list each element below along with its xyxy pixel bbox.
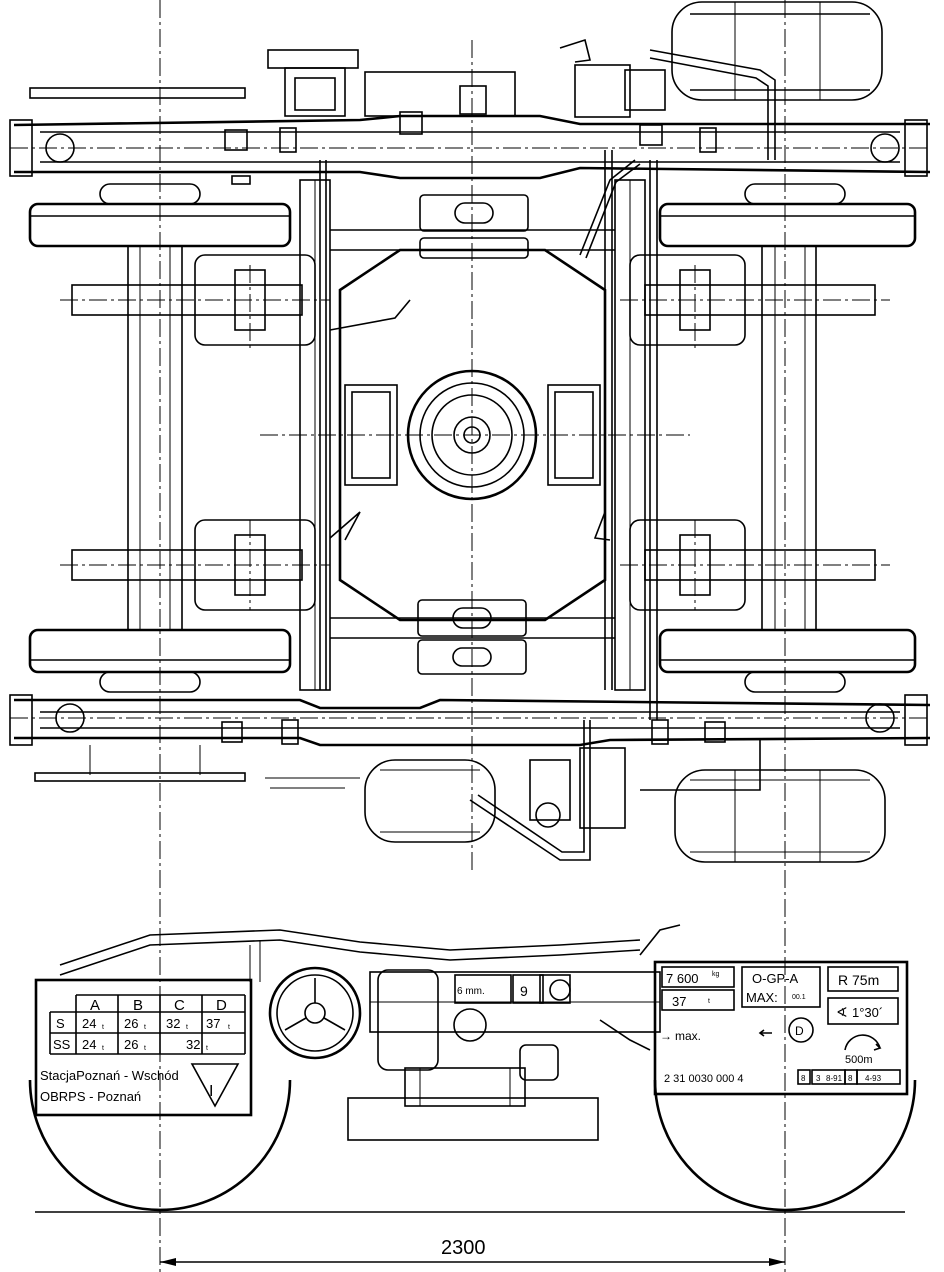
plan-view [9, 0, 931, 1272]
lower-wheelset [28, 628, 917, 693]
d-symbol: D [795, 1024, 804, 1038]
min-radius: R 75m [838, 972, 879, 988]
row-ss-unit-b: t [144, 1045, 146, 1052]
small-box-1: 8 [801, 1074, 806, 1083]
row-s-unit-c: t [186, 1024, 188, 1031]
row-s-unit-b: t [144, 1024, 146, 1031]
row-ss-cell-c: 32 [186, 1037, 200, 1052]
load-unit: t [708, 998, 710, 1005]
right-wheel [653, 1079, 917, 1212]
top-right-brake-cylinder [649, 1, 883, 160]
bottom-brake-beam [9, 694, 931, 782]
column-b-label: B [133, 997, 143, 1014]
side-frame [59, 924, 681, 1141]
column-d-label: D [216, 997, 227, 1014]
small-box-4: 8 [848, 1074, 853, 1083]
center-label-2: 9 [520, 983, 528, 999]
row-s-label: S [56, 1016, 65, 1031]
small-box-3: 8-91 [826, 1074, 843, 1083]
station-line-2: OBRPS - Poznań [40, 1089, 141, 1104]
curve-radius: 500m [845, 1054, 873, 1066]
serial-number: 2 31 0030 000 4 [664, 1073, 744, 1085]
right-data-plate [653, 960, 909, 1096]
max-sup: 00.1 [792, 994, 806, 1001]
angle-symbol: ∢ [836, 1004, 848, 1020]
side-view [28, 924, 917, 1266]
row-ss-cell-b: 26 [124, 1037, 138, 1052]
row-s-cell-a: 24 [82, 1016, 96, 1031]
column-c-label: C [174, 997, 185, 1014]
axle-boxes [71, 254, 876, 611]
wheelbase-dimension-label: 2300 [441, 1237, 486, 1259]
bogie-frame [299, 179, 646, 691]
tare-weight-unit: kg [712, 971, 720, 978]
row-s-unit-a: t [102, 1024, 104, 1031]
small-box-2: 3 [816, 1074, 821, 1083]
station-line-1: StacjaPoznań - Wschód [40, 1068, 179, 1083]
brake-pipes [319, 150, 658, 720]
row-s-unit-d: t [228, 1024, 230, 1031]
lower-brake-cylinders [265, 720, 886, 863]
axles [127, 245, 817, 631]
side-bearers [417, 194, 529, 675]
roman-numeral-mark: I [209, 1083, 213, 1100]
small-box-5: 4-93 [865, 1074, 882, 1083]
bogie-code: O-GP-A [752, 971, 799, 986]
row-ss-unit-c: t [206, 1045, 208, 1052]
row-ss-cell-a: 24 [82, 1037, 96, 1052]
handbrake-wheel [268, 966, 362, 1060]
dimension-line [160, 1258, 785, 1266]
max-label: MAX: [746, 990, 778, 1005]
upper-wheelset [28, 183, 917, 248]
row-ss-label: SS [53, 1037, 71, 1052]
left-data-plate [34, 978, 253, 1117]
load-value: 37 [672, 994, 686, 1009]
top-brake-beam [9, 87, 931, 185]
left-wheel [28, 1079, 292, 1212]
row-ss-unit-a: t [102, 1045, 104, 1052]
center-pivot [406, 369, 538, 501]
row-s-cell-c: 32 [166, 1016, 180, 1031]
column-a-label: A [90, 997, 100, 1014]
center-label-1: 6 mm. [457, 986, 485, 997]
row-s-cell-b: 26 [124, 1016, 138, 1031]
max-arrow-label: max. [675, 1029, 701, 1043]
max-arrow-icon: → [660, 1029, 672, 1043]
tare-weight: 7 600 [666, 971, 699, 986]
row-s-cell-d: 37 [206, 1016, 220, 1031]
angle-value: 1°30´ [852, 1005, 883, 1020]
top-center-mechanism [267, 38, 666, 118]
